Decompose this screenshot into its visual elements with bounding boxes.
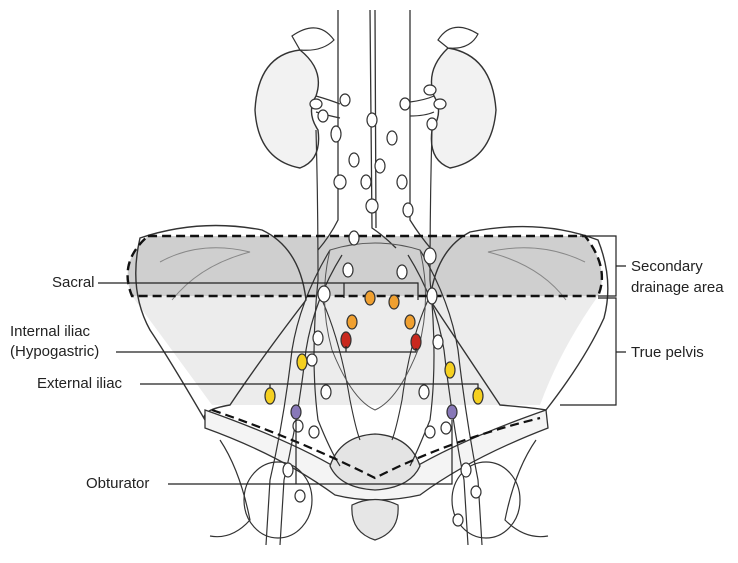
secondary-label: Secondary [631, 258, 703, 276]
left-femoral-head [210, 440, 250, 537]
lymph-node [424, 248, 436, 264]
sacral-node [389, 295, 399, 309]
lymph-node [424, 85, 436, 95]
sacral-node [405, 315, 415, 329]
lymph-node [307, 354, 317, 366]
lymph-node [471, 486, 481, 498]
external-iliac-label: External iliac [37, 375, 122, 393]
obturator-label: Obturator [86, 475, 149, 493]
lymph-node [313, 331, 323, 345]
lymph-node [349, 231, 359, 245]
lymph-node [343, 263, 353, 277]
prostate [352, 500, 398, 541]
right-femoral-head [505, 440, 548, 537]
lymph-node [366, 199, 378, 213]
lymph-node [375, 159, 385, 173]
sacral-label: Sacral [52, 274, 95, 292]
left-adrenal [292, 28, 334, 50]
lymph-node [318, 110, 328, 122]
lymph-node [433, 335, 443, 349]
hypogastric-label: (Hypogastric) [10, 343, 99, 361]
external-iliac-node [445, 362, 455, 378]
lymph-node [419, 385, 429, 399]
internal-iliac-node [411, 334, 421, 350]
external-iliac-node [265, 388, 275, 404]
lymph-node [349, 153, 359, 167]
obturator-node [447, 405, 457, 419]
lymph-node [309, 426, 319, 438]
secondary-drainage-area [128, 236, 602, 296]
sacral-node [365, 291, 375, 305]
lymph-node [361, 175, 371, 189]
drainage-area-label: drainage area [631, 279, 724, 297]
right-adrenal [438, 27, 478, 48]
left-kidney [255, 50, 319, 168]
lymph-node [283, 463, 293, 477]
lymph-node [400, 98, 410, 110]
lymph-node [403, 203, 413, 217]
external-iliac-node [473, 388, 483, 404]
external-iliac-node [297, 354, 307, 370]
lymph-node [318, 286, 330, 302]
lymph-node [310, 99, 322, 109]
lymph-node [367, 113, 377, 127]
lymph-node [427, 288, 437, 304]
obturator-node [291, 405, 301, 419]
internal-iliac-node [341, 332, 351, 348]
lymph-node [427, 118, 437, 130]
lymph-node [434, 99, 446, 109]
lymph-node [340, 94, 350, 106]
lymph-node [453, 514, 463, 526]
sacral-node [347, 315, 357, 329]
lymph-node [334, 175, 346, 189]
lymph-node [397, 175, 407, 189]
lymph-node [441, 422, 451, 434]
lymph-node [425, 426, 435, 438]
lymph-node [461, 463, 471, 477]
lymph-node [387, 131, 397, 145]
true-pelvis-label: True pelvis [631, 344, 704, 362]
lymph-node [293, 420, 303, 432]
lymph-node [321, 385, 331, 399]
lymph-node [295, 490, 305, 502]
true-pelvis-area [132, 296, 598, 405]
internal-iliac-label: Internal iliac [10, 323, 90, 341]
lymph-node [397, 265, 407, 279]
lymph-node [331, 126, 341, 142]
